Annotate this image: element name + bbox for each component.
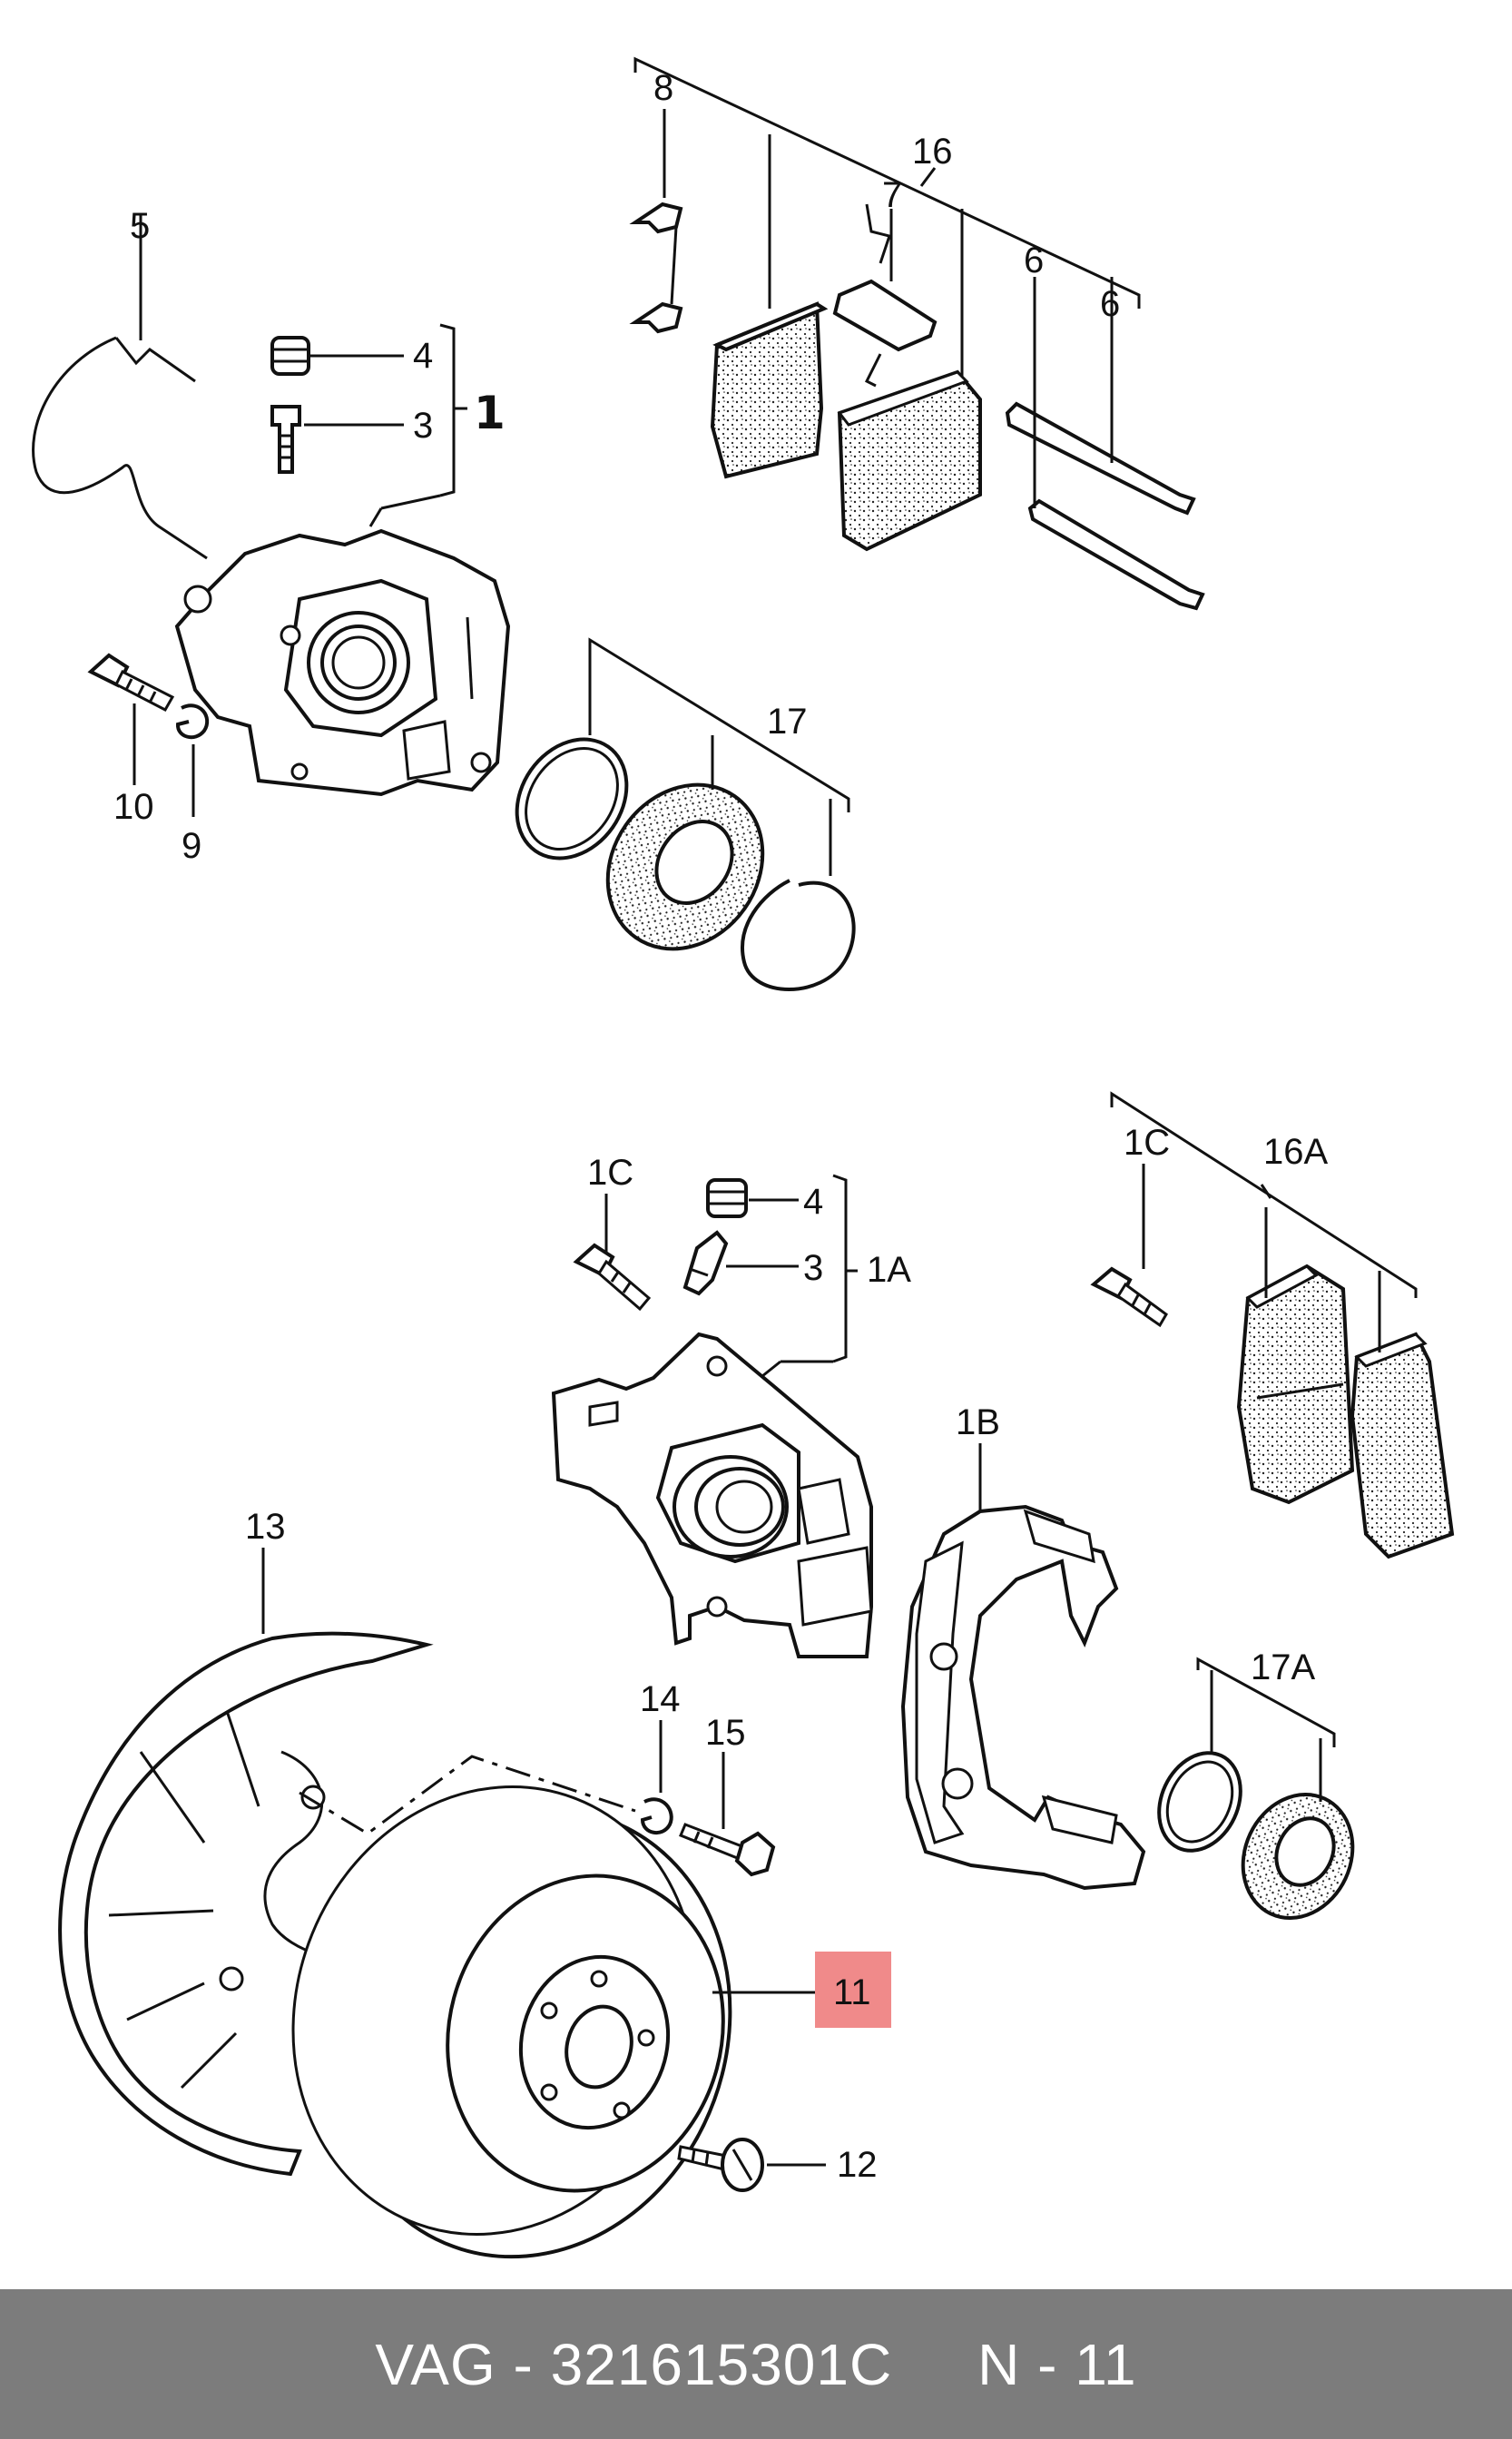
callout-15: 15	[705, 1713, 746, 1753]
retaining-ring-17	[741, 799, 856, 991]
callout-1B: 1B	[956, 1402, 1000, 1442]
highlight-box-11	[815, 1952, 891, 2028]
bleeder-screw-part	[270, 405, 404, 474]
callout-17: 17	[767, 702, 808, 742]
caliper-bolt-1C-right	[1090, 1164, 1168, 1328]
bleeder-cap-part	[270, 336, 404, 376]
callout-12: 12	[837, 2145, 878, 2185]
lock-washer-14	[640, 1720, 673, 1834]
callout-3b: 3	[803, 1248, 823, 1288]
hex-bolt-15	[679, 1752, 776, 1877]
callout-16A: 16A	[1263, 1132, 1328, 1172]
part-number-caption: VAG - 321615301C N - 11	[375, 2331, 1137, 2397]
seal-ring-17	[515, 690, 629, 861]
callout-11: 11	[833, 1972, 871, 2012]
seal-ring-17A	[1157, 1670, 1242, 1853]
lock-washer-9	[176, 703, 210, 817]
caliper-carrier-1B	[900, 1443, 1146, 1891]
screw-12	[677, 2138, 826, 2192]
callout-10: 10	[113, 787, 154, 827]
callout-6b: 6	[1100, 284, 1120, 324]
callout-14: 14	[640, 1679, 681, 1719]
caliper-bolt-10	[87, 653, 175, 785]
brake-pad-right-16A	[1350, 1271, 1455, 1559]
brake-disc-11	[291, 1785, 817, 2259]
caliper-housing-1A	[551, 1332, 873, 1658]
caliper-bolt-1C-left	[573, 1194, 652, 1312]
spring-clip-part	[32, 213, 208, 560]
callout-17A: 17A	[1251, 1647, 1315, 1687]
callout-1C-right: 1C	[1124, 1123, 1170, 1163]
callout-5: 5	[130, 206, 150, 246]
callout-4a: 4	[413, 336, 433, 376]
callout-4b: 4	[803, 1182, 823, 1222]
pad-retainer-clip-8	[629, 109, 683, 334]
caliper-housing-upper	[174, 528, 511, 797]
brake-pad-right-16	[837, 209, 982, 552]
callout-13: 13	[245, 1507, 286, 1547]
dust-boot-17	[605, 735, 765, 951]
callout-9: 9	[182, 826, 201, 866]
brake-pad-left-16A	[1236, 1207, 1355, 1505]
guide-pin-lower-6	[1027, 277, 1205, 611]
callout-3a: 3	[413, 406, 433, 446]
footer-bar: VAG - 321615301C N - 11	[0, 2289, 1512, 2439]
bleeder-cap-1A	[706, 1178, 799, 1218]
callout-7: 7	[882, 175, 902, 215]
callout-1A: 1A	[867, 1250, 911, 1290]
callout-8: 8	[653, 68, 673, 108]
brake-exploded-diagram: 8 16 7 6 6 5 4 3 1 17 10 9 1C 4 3 1A 1C …	[32, 56, 1455, 2259]
brake-pad-left-16	[710, 134, 829, 479]
callout-16: 16	[912, 132, 953, 172]
guide-pin-upper-6	[1005, 277, 1196, 516]
callout-6a: 6	[1024, 241, 1044, 280]
bleeder-screw-1A	[682, 1230, 799, 1296]
dust-boot-17A	[1241, 1738, 1355, 1921]
callout-1: 1	[474, 387, 506, 439]
callout-1C-left: 1C	[587, 1153, 633, 1193]
anti-rattle-spring-7	[832, 203, 938, 388]
